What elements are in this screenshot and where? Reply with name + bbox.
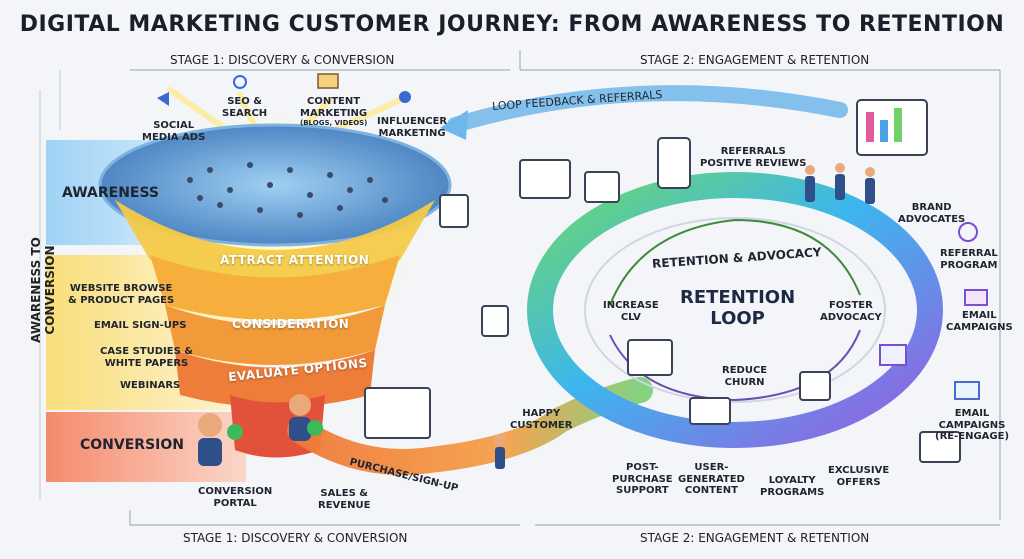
referral-program-label: REFERRAL PROGRAM [940, 248, 998, 271]
reduce-churn-label: REDUCE CHURN [722, 365, 768, 388]
consideration-item-email: EMAIL SIGN-UPS [94, 320, 187, 331]
brand-advocates-label: BRAND ADVOCATES [898, 202, 966, 225]
conversion-label: CONVERSION [80, 437, 184, 453]
post-purchase-label: POST- PURCHASE SUPPORT [612, 462, 673, 496]
channel-content-sub: (BLOGS, VIDEOS) [300, 119, 368, 127]
increase-clv-label: INCREASE CLV [603, 300, 659, 323]
channel-social: SOCIAL MEDIA ADS [142, 120, 206, 143]
happy-customer-label: HAPPY CUSTOMER [510, 408, 573, 431]
funnel-level-attract: ATTRACT ATTENTION [220, 253, 370, 267]
awareness-label: AWARENESS [62, 185, 160, 201]
consideration-item-webinars: WEBINARS [120, 380, 181, 391]
retention-loop-title: RETENTION LOOP [680, 287, 796, 329]
foster-advocacy-label: FOSTER ADVOCACY [820, 300, 882, 323]
consideration-item-website: WEBSITE BROWSE & PRODUCT PAGES [68, 283, 175, 306]
funnel-level-consideration: CONSIDERATION [232, 317, 350, 331]
consideration-item-case-studies: CASE STUDIES & WHITE PAPERS [100, 346, 193, 369]
conversion-portal-label: CONVERSION PORTAL [198, 486, 273, 509]
email-campaigns-label: EMAIL CAMPAIGNS [946, 310, 1013, 333]
page-title: DIGITAL MARKETING CUSTOMER JOURNEY: FROM… [19, 12, 1005, 37]
vertical-axis-label: AWARENESS TO CONVERSION [29, 237, 57, 343]
retention-ring [527, 172, 943, 448]
email-reengage-label: EMAIL CAMPAIGNS (RE-ENGAGE) [935, 408, 1010, 442]
sales-revenue-label: SALES & REVENUE [318, 488, 371, 511]
stage2-header-bottom: STAGE 2: ENGAGEMENT & RETENTION [640, 531, 870, 545]
channel-content: CONTENT MARKETING [300, 96, 368, 119]
ugc-label: USER- GENERATED CONTENT [678, 462, 745, 496]
stage1-header-bottom: STAGE 1: DISCOVERY & CONVERSION [183, 531, 408, 545]
funnel-top [98, 123, 452, 247]
stage1-header-top: STAGE 1: DISCOVERY & CONVERSION [170, 53, 395, 67]
loyalty-programs-label: LOYALTY PROGRAMS [760, 475, 825, 498]
referrals-reviews-label: REFERRALS POSITIVE REVIEWS [700, 146, 807, 169]
exclusive-offers-label: EXCLUSIVE OFFERS [828, 465, 890, 488]
stage2-header-top: STAGE 2: ENGAGEMENT & RETENTION [640, 53, 870, 67]
channel-influencer: INFLUENCER MARKETING [377, 116, 448, 139]
channel-seo: SEO & SEARCH [222, 96, 268, 119]
